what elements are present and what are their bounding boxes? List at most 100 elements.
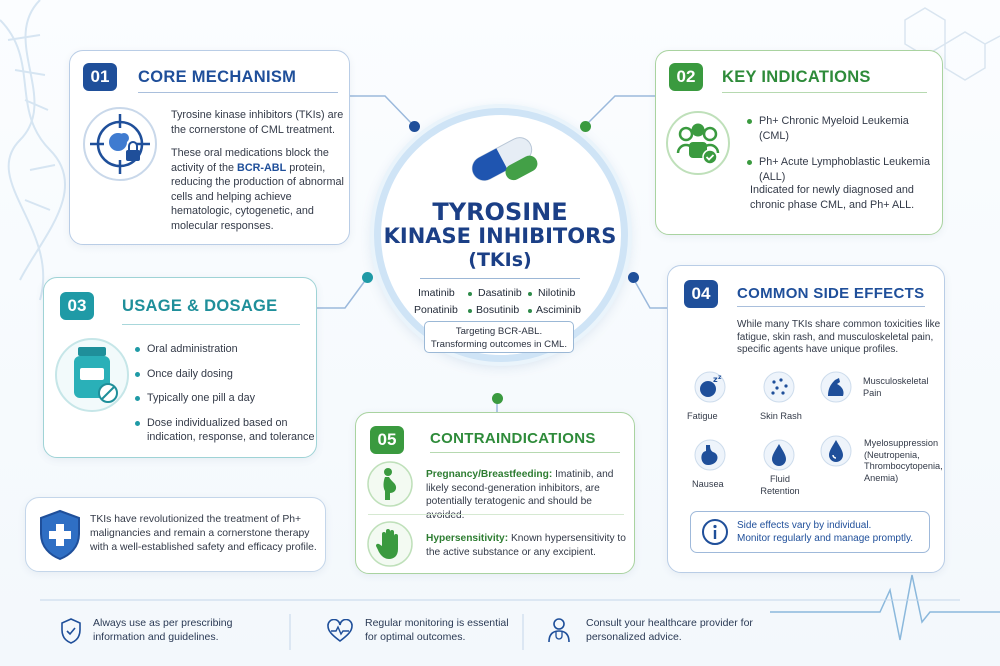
- card-key-indications: 02 KEY INDICATIONS Ph+ Chronic Myeloid L…: [655, 50, 943, 235]
- drug-separator: [468, 292, 472, 296]
- drug-name: Bosutinib: [476, 304, 520, 316]
- side-effect-label: Skin Rash: [760, 411, 802, 421]
- card-usage-dosage: 03 USAGE & DOSAGE Oral administration On…: [43, 277, 317, 458]
- title-underline: [138, 92, 338, 93]
- pill-bottle-icon: [55, 338, 129, 412]
- drug-name: Dasatinib: [478, 287, 522, 299]
- connector-node: [409, 121, 420, 132]
- summary-text: TKIs have revolutionized the treatment o…: [90, 514, 317, 553]
- droplet-icon: [763, 439, 795, 471]
- card-side-effects: 04 COMMON SIDE EFFECTS While many TKIs s…: [667, 265, 945, 573]
- footer-text: Always use as per prescribing informatio…: [93, 617, 233, 643]
- side-effects-note: Side effects vary by individual. Monitor…: [737, 519, 927, 545]
- shield-cross-icon: [40, 509, 80, 561]
- capsule-icon: [471, 137, 538, 181]
- contraindication-divider: [368, 514, 624, 515]
- side-effect-label: Fatigue: [687, 411, 718, 421]
- title-underline: [122, 324, 300, 325]
- side-effects-intro: While many TKIs share common toxicities …: [737, 319, 941, 355]
- flexed-arm-icon: [820, 371, 852, 403]
- footer-text: Consult your healthcare provider for per…: [586, 617, 753, 643]
- card-title: USAGE & DOSAGE: [122, 297, 278, 315]
- card-title: CORE MECHANISM: [138, 68, 297, 86]
- pregnancy-detail: Imatinib, and likely second-generation i…: [426, 469, 614, 521]
- info-icon: [702, 519, 728, 545]
- rash-icon: [763, 371, 795, 403]
- target-line2: Transforming outcomes in CML.: [430, 339, 568, 350]
- drug-name: Ponatinib: [414, 304, 458, 316]
- mechanism-para2-post: protein, reducing the production of abno…: [171, 161, 344, 232]
- drug-name: Nilotinib: [538, 287, 576, 299]
- title-underline: [722, 92, 927, 93]
- card-title: CONTRAINDICATIONS: [430, 430, 596, 447]
- drug-separator: [528, 309, 532, 313]
- card-number: 03: [60, 292, 94, 320]
- connector-node: [580, 121, 591, 132]
- side-effect-label: Nausea: [692, 479, 724, 489]
- target-box: Targeting BCR-ABL. Transforming outcomes…: [424, 321, 574, 353]
- mechanism-para2: These oral medications block the activit…: [171, 146, 346, 233]
- svg-text:z: z: [718, 374, 722, 381]
- dosage-item: Dose individualized based on indication,…: [133, 416, 315, 445]
- shield-check-icon: [61, 618, 81, 644]
- indication-item: Ph+ Chronic Myeloid Leukemia (CML): [745, 114, 940, 143]
- svg-text:z: z: [713, 375, 718, 384]
- hypersensitivity-label: Hypersensitivity:: [426, 533, 509, 544]
- connector-node: [492, 393, 503, 404]
- indication-item: Ph+ Acute Lymphoblastic Leukemia (ALL): [745, 155, 940, 184]
- side-effect-label: Myelosuppression (Neutropenia, Thrombocy…: [864, 438, 943, 483]
- heart-pulse-icon: [327, 619, 353, 643]
- hypersensitivity-detail: Known hypersensitivity to the active sub…: [426, 533, 626, 558]
- dosage-item: Typically one pill a day: [133, 391, 315, 406]
- center-title-line2: KINASE INHIBITORS: [383, 224, 617, 248]
- pregnancy-label: Pregnancy/Breastfeeding:: [426, 469, 553, 480]
- footer-text: Regular monitoring is essential for opti…: [365, 617, 509, 643]
- bcr-abl-highlight: BCR-ABL: [237, 161, 287, 174]
- side-effect-label: Fluid Retention: [760, 474, 800, 496]
- card-number: 02: [669, 63, 703, 91]
- center-title-line1: TYROSINE: [432, 198, 568, 226]
- card-title: KEY INDICATIONS: [722, 68, 871, 86]
- title-underline: [737, 306, 925, 307]
- target-line1: Targeting BCR-ABL.: [455, 326, 543, 337]
- indication-note: Indicated for newly diagnosed and chroni…: [750, 184, 915, 211]
- drug-separator: [468, 309, 472, 313]
- pregnancy-text: Pregnancy/Breastfeeding: Imatinib, and l…: [426, 468, 631, 522]
- card-number: 04: [684, 280, 718, 308]
- card-contraindications: 05 CONTRAINDICATIONS Pregnancy/Breastfee…: [355, 412, 635, 574]
- center-divider: [420, 278, 580, 279]
- doctor-icon: [548, 618, 570, 643]
- patients-check-icon: [666, 111, 730, 175]
- target-cell-lock-icon: [83, 107, 157, 181]
- side-effect-label: Musculoskeletal Pain: [863, 376, 929, 398]
- card-number: 05: [370, 426, 404, 454]
- blood-drop-icon: [820, 435, 852, 467]
- card-title: COMMON SIDE EFFECTS: [737, 285, 925, 302]
- side-effects-note-box: Side effects vary by individual. Monitor…: [690, 511, 930, 553]
- dosage-item: Oral administration: [133, 342, 315, 357]
- side-effects-note-line2: Monitor regularly and manage promptly.: [737, 533, 914, 544]
- stop-hand-icon: [367, 521, 413, 567]
- mechanism-para2-pre: These oral medications block the activit…: [171, 147, 329, 174]
- card-core-mechanism: 01 CORE MECHANISM Tyrosine kinase inhibi…: [69, 50, 350, 245]
- dosage-list: Oral administration Once daily dosing Ty…: [133, 342, 315, 455]
- sleepy-face-icon: z z: [694, 371, 726, 403]
- center-title-line3: (TKIs): [468, 249, 532, 271]
- drug-name: Asciminib: [536, 304, 581, 316]
- connector-node: [628, 272, 639, 283]
- indication-list: Ph+ Chronic Myeloid Leukemia (CML) Ph+ A…: [745, 114, 940, 194]
- card-number: 01: [83, 63, 117, 91]
- stomach-icon: [694, 439, 726, 471]
- connector-node: [362, 272, 373, 283]
- dosage-item: Once daily dosing: [133, 367, 315, 382]
- mechanism-para1: Tyrosine kinase inhibitors (TKIs) are th…: [171, 109, 344, 136]
- title-underline: [430, 452, 620, 453]
- drug-name: Imatinib: [418, 287, 455, 299]
- summary-box: TKIs have revolutionized the treatment o…: [25, 497, 326, 572]
- side-effects-note-line1: Side effects vary by individual.: [737, 520, 872, 531]
- pregnant-woman-icon: [367, 461, 413, 507]
- hypersensitivity-text: Hypersensitivity: Known hypersensitivity…: [426, 532, 631, 559]
- mechanism-text: Tyrosine kinase inhibitors (TKIs) are th…: [171, 108, 346, 233]
- drug-separator: [528, 292, 532, 296]
